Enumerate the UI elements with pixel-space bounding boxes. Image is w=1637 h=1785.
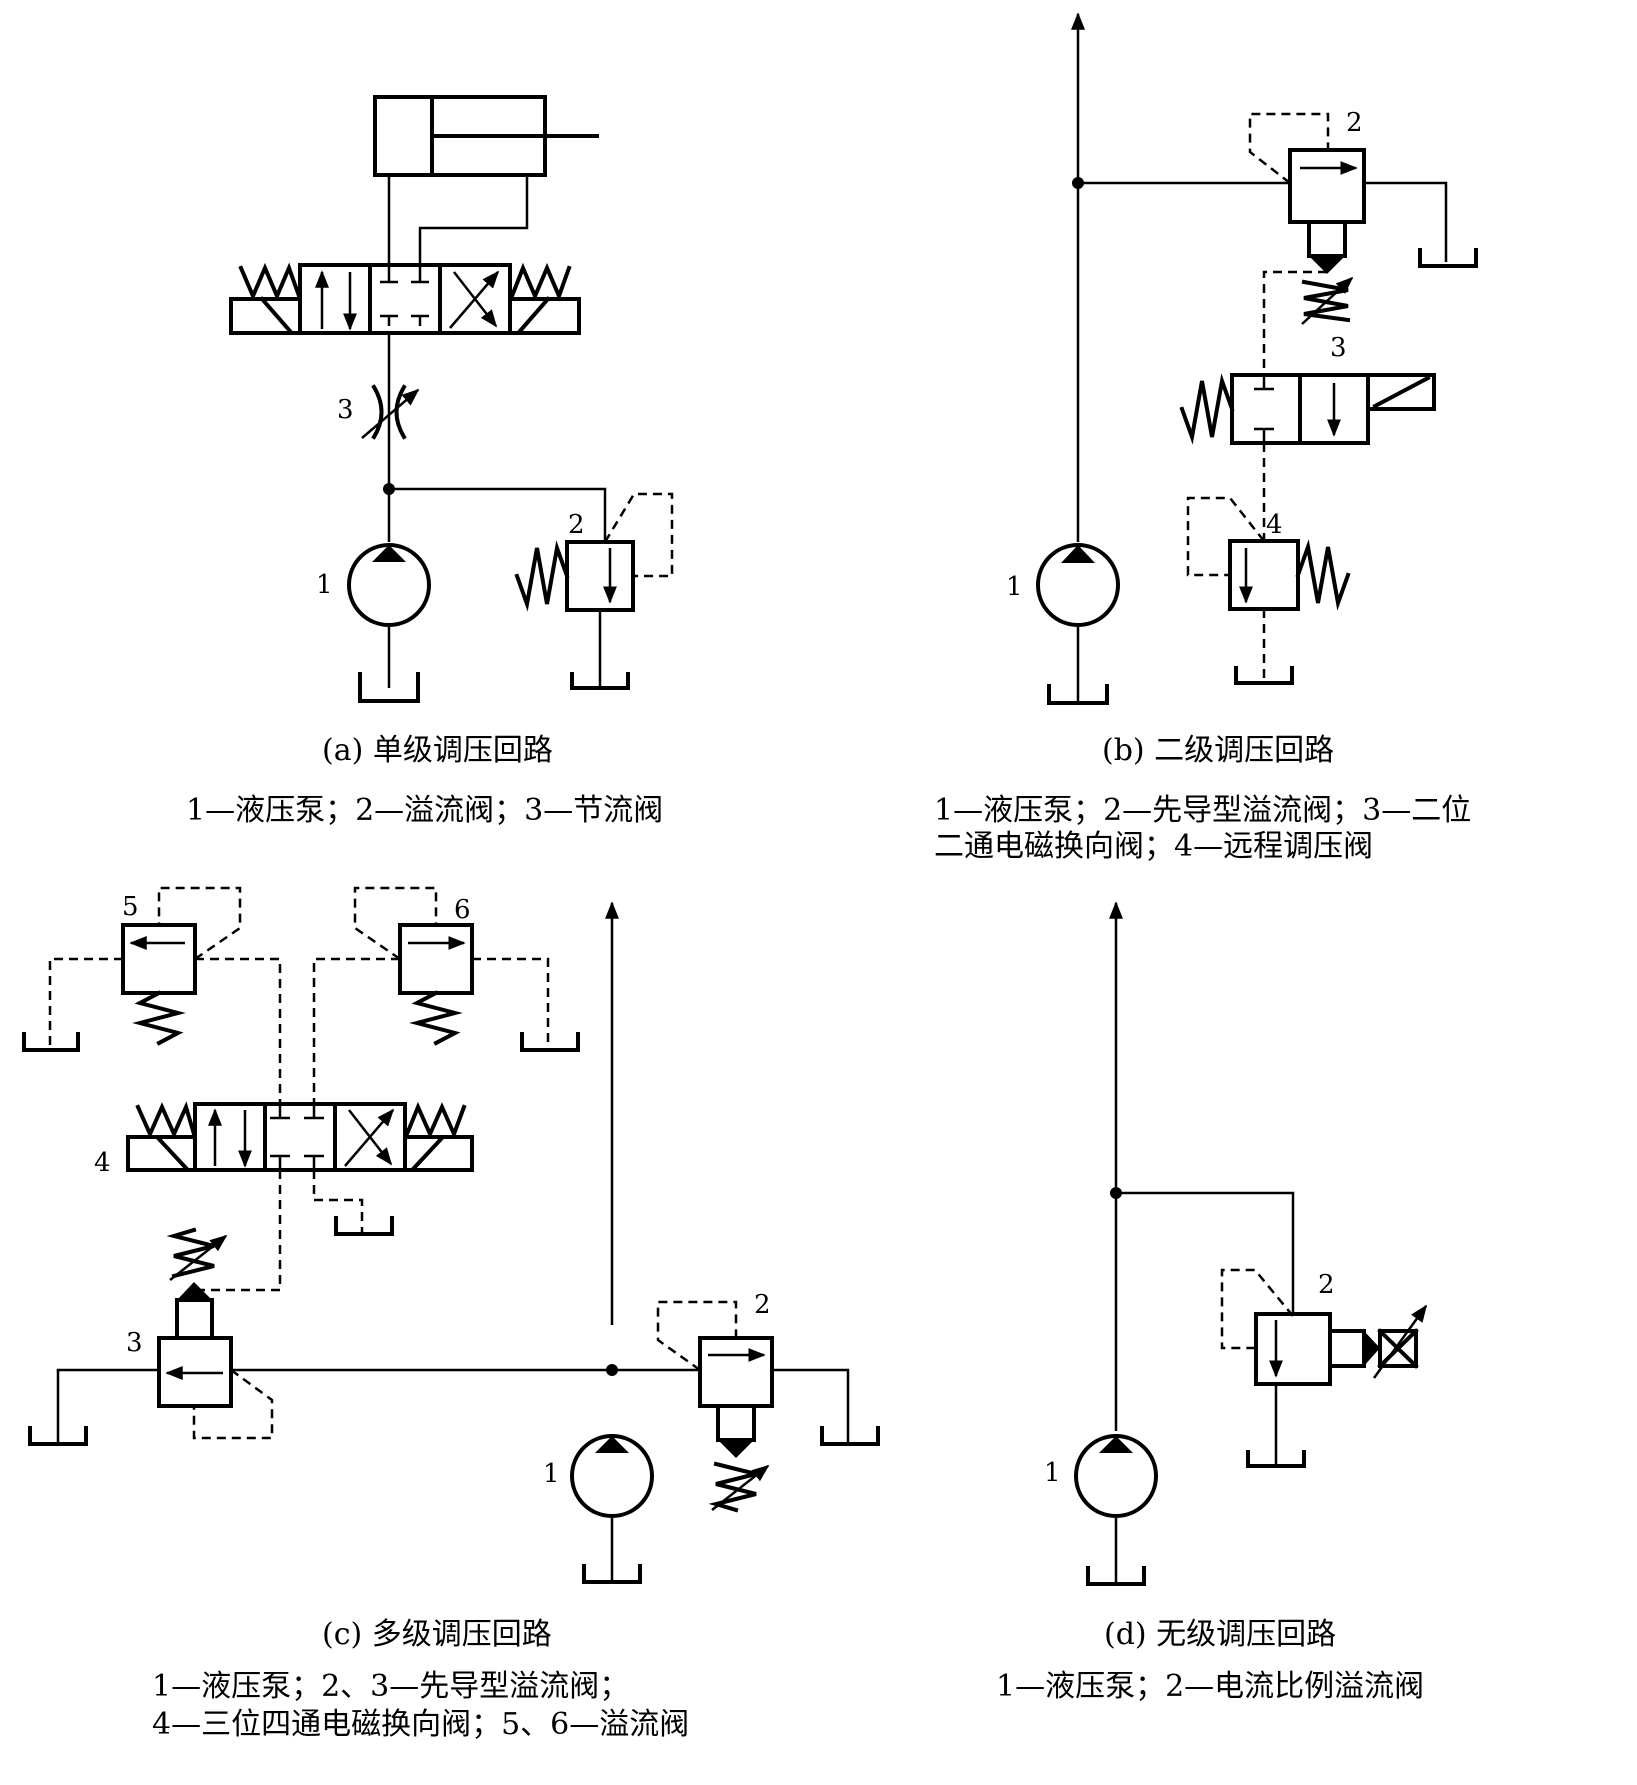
label-b-pilot-relief-valve: 2 — [1346, 108, 1363, 138]
label-a-pump: 1 — [316, 570, 333, 600]
label-a-relief-valve: 2 — [568, 510, 585, 540]
caption-d-legend: 1—液压泵；2—电流比例溢流阀 — [996, 1669, 1425, 1704]
remote-pressure-valve — [1186, 496, 1351, 685]
label-c-valve-2: 2 — [754, 1290, 771, 1320]
caption-c-legend-line1: 1—液压泵；2、3—先导型溢流阀； — [152, 1669, 630, 1704]
caption-c-title: (c) 多级调压回路 — [322, 1617, 552, 1652]
label-c-valve-3: 3 — [126, 1328, 143, 1358]
caption-a-legend: 1—液压泵；2—溢流阀；3—节流阀 — [186, 793, 664, 828]
label-d-pump: 1 — [1044, 1458, 1061, 1488]
pilot-relief-valve — [1248, 112, 1478, 325]
caption-d-title: (d) 无级调压回路 — [1104, 1617, 1337, 1652]
solenoid-valve-2-2 — [1179, 373, 1436, 445]
hydraulic-pump-b — [1036, 543, 1120, 705]
hydraulic-pump-c — [570, 1434, 654, 1584]
label-c-valve-4: 4 — [94, 1148, 111, 1178]
directional-valve-4-3-c — [126, 1101, 474, 1172]
caption-c-legend-line2: 4—三位四通电磁换向阀；5、6—溢流阀 — [152, 1707, 690, 1742]
directional-valve-4-3 — [229, 262, 581, 335]
caption-b-title: (b) 二级调压回路 — [1102, 733, 1335, 768]
label-d-proportional-valve: 2 — [1318, 1270, 1335, 1300]
caption-a-title: (a) 单级调压回路 — [322, 733, 553, 768]
pilot-relief-valve-3 — [28, 1227, 274, 1446]
panel-d-circuit — [1074, 901, 1428, 1586]
pilot-relief-valve-2 — [656, 1300, 880, 1513]
label-b-pump: 1 — [1006, 572, 1023, 602]
throttle-valve — [361, 384, 420, 440]
caption-b-legend-line1: 1—液压泵；2—先导型溢流阀；3—二位 — [934, 793, 1472, 828]
hydraulic-pump-d — [1074, 1434, 1158, 1586]
label-b-remote-valve: 4 — [1266, 510, 1283, 540]
relief-valve-6 — [312, 886, 580, 1104]
relief-valve-5 — [22, 886, 282, 1104]
label-a-throttle-valve: 3 — [337, 395, 354, 425]
proportional-relief-valve — [1220, 1268, 1428, 1468]
label-c-valve-6: 6 — [454, 895, 471, 925]
panel-a-circuit — [229, 95, 674, 703]
label-c-valve-5: 5 — [122, 892, 139, 922]
label-c-pump: 1 — [543, 1459, 560, 1489]
label-b-solenoid-valve: 3 — [1330, 333, 1347, 363]
hydraulic-cylinder — [373, 95, 599, 177]
relief-valve — [514, 492, 674, 690]
panel-c-circuit — [22, 886, 880, 1584]
caption-b-legend-line2: 二通电磁换向阀；4—远程调压阀 — [934, 829, 1374, 864]
hydraulic-pump — [347, 543, 431, 703]
panel-b-circuit — [1036, 12, 1478, 705]
